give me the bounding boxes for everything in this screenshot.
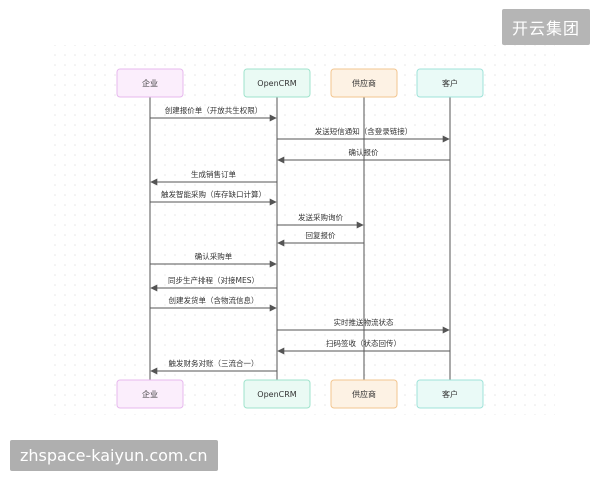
participant-box-supplier-top — [330, 68, 398, 98]
participant-box-supplier-bottom — [330, 379, 398, 409]
participant-label-enterprise: 企业 — [142, 78, 158, 88]
message-label: 生成销售订单 — [191, 169, 236, 179]
participant-box-customer-bottom — [416, 379, 484, 409]
participant-box-enterprise-bottom — [116, 379, 184, 409]
message-label: 创建报价单（开放共生权限） — [165, 105, 263, 115]
message-label: 回复报价 — [306, 230, 336, 240]
participant-box-opencrm-bottom — [243, 379, 311, 409]
message-label: 同步生产排程（对接MES） — [168, 275, 259, 285]
messages: 创建报价单（开放共生权限） 发送短信通知（含登录链接） 确认报价生成销售订单触发智能… — [150, 105, 450, 375]
message-label: 扫码签收（状态回传） — [326, 338, 401, 348]
participant-box-opencrm-top — [243, 68, 311, 98]
participant-box-customer-top — [416, 68, 484, 98]
participant-label-supplier: 供应商 — [352, 78, 376, 88]
message-label: 触发财务对账（三流合一） — [169, 358, 259, 368]
participant-box-enterprise-top — [116, 68, 184, 98]
message-label: 发送短信通知（含登录链接） — [315, 126, 413, 136]
participant-label-supplier: 供应商 — [352, 389, 376, 399]
participant-label-customer: 客户 — [442, 78, 458, 88]
message-label: 创建发货单（含物流信息） — [169, 295, 259, 305]
dot-grid-background — [50, 45, 555, 415]
participant-label-customer: 客户 — [442, 389, 458, 399]
watermark-bottom: zhspace-kaiyun.com.cn — [10, 440, 218, 471]
watermark-top: 开云集团 — [501, 9, 590, 45]
participant-label-opencrm: OpenCRM — [257, 390, 297, 399]
message-label: 确认报价 — [349, 147, 379, 157]
message-label: 发送采购询价 — [298, 212, 343, 222]
lifelines — [149, 97, 451, 380]
message-label: 触发智能采购（库存缺口计算） — [161, 189, 266, 199]
message-label: 实时推送物流状态 — [334, 317, 394, 327]
message-label: 确认采购单 — [195, 251, 233, 261]
participant-label-enterprise: 企业 — [142, 389, 158, 399]
participant-label-opencrm: OpenCRM — [257, 79, 297, 88]
